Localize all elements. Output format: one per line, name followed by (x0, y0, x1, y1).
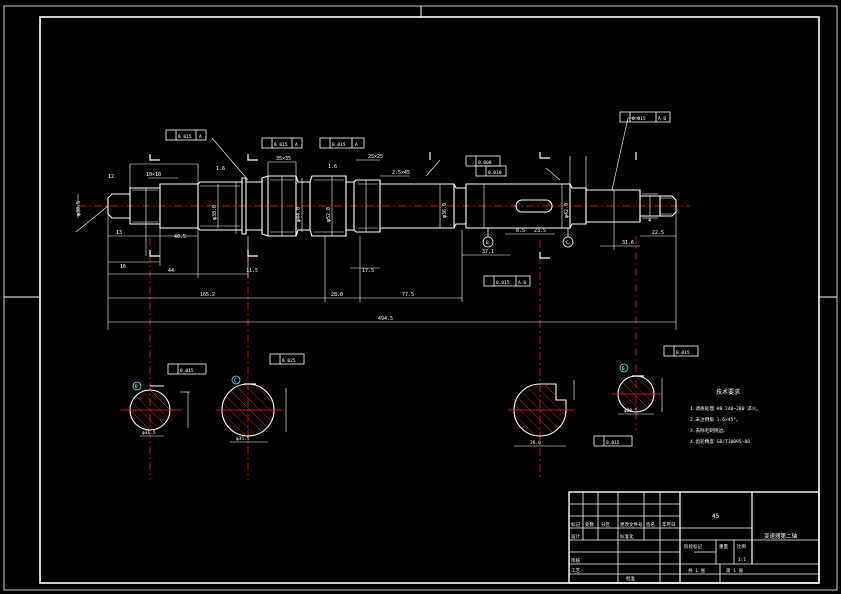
tol-datum-ab2: A-B (518, 280, 526, 286)
notes-title: 技术要求 (716, 388, 740, 396)
s9-label: 31.6 (622, 240, 634, 246)
s4-label: 44 (168, 268, 174, 274)
tol-runout5: 0.010 (488, 170, 502, 176)
tb-scale: 比例 (737, 543, 746, 550)
tb-sheet-no: 第 1 张 (726, 567, 744, 574)
s5-label: 12 (108, 174, 114, 180)
sec3-d: 26.0 (530, 440, 541, 446)
s12-label: 22.5 (652, 230, 664, 236)
tol-runout2: 0.015 (274, 142, 288, 148)
datum-c-label: C (566, 240, 569, 246)
d6-label: φ42.0 (564, 203, 570, 218)
s13-label: 4 (648, 218, 651, 224)
tol-datum-a1: A (199, 134, 202, 140)
s2-label: 40.5 (174, 234, 186, 240)
sec2-d: φ35.5 (236, 436, 250, 442)
cutting-plane-markers (149, 152, 637, 259)
tol-flatness: 0.008 (478, 160, 492, 166)
d2-label: φ38.0 (212, 205, 218, 220)
tol-runout3: 0.015 (332, 142, 346, 148)
sec-b-label: B (135, 384, 138, 390)
s10-label: 8.5 (516, 228, 525, 234)
tb-review: 审核 (571, 557, 580, 564)
tolerance-frames (165, 111, 671, 287)
sec2-tol: 0.025 (282, 358, 296, 364)
note-line-3: 3.去除毛刺锐边。 (690, 427, 728, 434)
d1-label: φ30.5 (76, 201, 82, 216)
title-block (568, 491, 820, 584)
tol-datum-a2: A (295, 142, 298, 148)
sec-c-label: C (234, 378, 237, 384)
chamfer4-label: 25×25 (368, 154, 383, 160)
chamfer2-label: 2.5×45 (392, 170, 410, 176)
sec1-tol: 0.015 (180, 368, 194, 374)
tb-weight: 重量 (719, 543, 728, 550)
tb-standard: 标准化 (620, 533, 634, 540)
d4-label: φ52.0 (326, 207, 332, 222)
sheet-frame (3, 5, 838, 591)
tb-process: 工艺 (571, 568, 580, 574)
s3-label: 16 (120, 264, 126, 270)
section-centerlines (149, 236, 637, 480)
tb-row-label-4: 更改文件号 (620, 521, 643, 528)
sec-e-label: E (622, 366, 625, 372)
tb-row-label-1: 标记 (571, 521, 580, 528)
seg1-label: 165.2 (200, 292, 215, 298)
tb-row-label-3: 分区 (601, 521, 610, 528)
tb-sheets: 共 1 张 (688, 567, 706, 574)
tb-material: 45 (712, 513, 720, 520)
datum-markers (482, 228, 574, 248)
sec1-d: φ31.5 (142, 430, 156, 436)
datum-b-label: B (486, 240, 489, 246)
tol-posn: 0.015 (496, 280, 510, 286)
spline1-label: 10×10 (146, 172, 161, 178)
sec4-tol: 0.015 (676, 350, 690, 356)
dimension-lines (107, 156, 677, 330)
seg2-label: 28.0 (331, 292, 343, 298)
tb-drawing-name: 变速器第二轴 (764, 532, 798, 540)
tb-stage: 阶段标记 (684, 543, 702, 550)
chamfer3-label: 1.6 (328, 164, 337, 170)
tb-scale-value: 1:1 (738, 557, 746, 563)
s8-label: 37.1 (482, 249, 494, 255)
note-line-2: 2.未注倒角 1.6×45°。 (690, 416, 741, 423)
note-line-4: 4.齿轮精度 GB/T10095-88 (690, 438, 750, 445)
note-line-1: 1.调质处理 HB 240~280 淬火。 (690, 405, 761, 412)
s7-label: 17.5 (362, 268, 374, 274)
sec3-tol: 0.015 (606, 440, 620, 446)
tb-row-label-2: 处数 (585, 521, 594, 528)
overall-length-label: 494.5 (378, 316, 393, 322)
tol-datum-ab1: A-B (658, 116, 666, 122)
tb-row-label-6: 年月日 (662, 521, 676, 528)
diameter-dim-lines (77, 176, 651, 256)
d3-label: φ44.0 (296, 207, 302, 222)
tol-runout4: 0.015 (632, 116, 646, 122)
d5-label: φ36.0 (442, 203, 448, 218)
leader-lines (75, 117, 640, 233)
s6-label: 11.5 (246, 268, 258, 274)
tb-row-label-5: 签名 (646, 521, 655, 528)
chamfer1-label: 35×35 (276, 156, 291, 162)
tol-runout1: 0.015 (178, 134, 192, 140)
tb-approve: 批准 (626, 575, 635, 582)
sec4-d: φ28.5 (624, 408, 638, 414)
thread-label: 1.6 (216, 166, 225, 172)
tb-design: 设计 (571, 533, 580, 540)
seg3-label: 77.5 (402, 292, 414, 298)
tol-datum-a3: A (355, 142, 358, 148)
s11-label: 23.5 (534, 228, 546, 234)
s1-label: 13 (116, 230, 122, 236)
